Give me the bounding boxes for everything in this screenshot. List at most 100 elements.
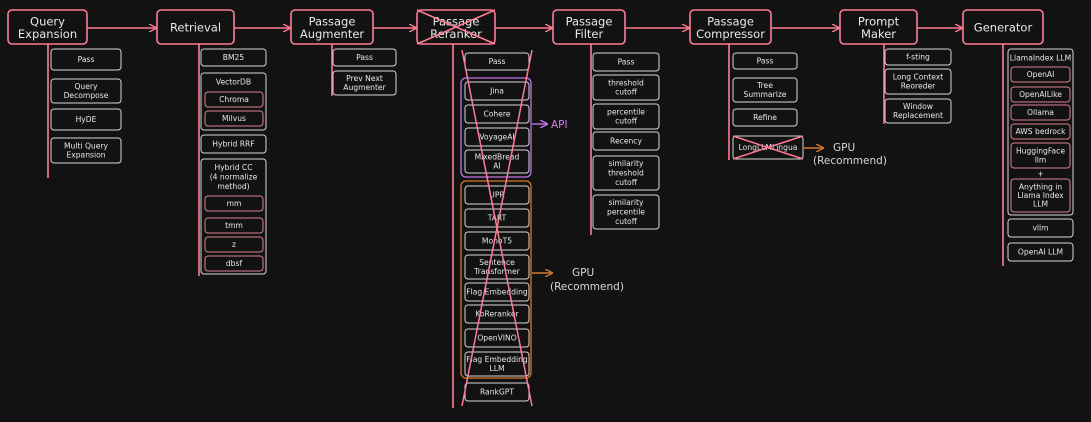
sub-option-box[interactable] <box>1010 86 1071 103</box>
sub-option-box[interactable] <box>204 91 264 108</box>
stage-item: Pass <box>332 48 397 67</box>
option-box[interactable] <box>50 78 122 104</box>
stage-item: Refine <box>732 108 798 127</box>
option-box[interactable] <box>332 48 397 67</box>
sub-option-label: LLM <box>1033 200 1048 209</box>
sub-option-box[interactable] <box>1010 142 1071 169</box>
option-box[interactable] <box>732 108 798 127</box>
option-box[interactable] <box>1007 242 1074 262</box>
option-box[interactable] <box>50 137 122 164</box>
option-box[interactable] <box>592 155 660 191</box>
option-box[interactable] <box>464 104 530 124</box>
option-label: Pass <box>489 57 506 66</box>
option-box[interactable] <box>1007 218 1074 238</box>
reranker-list-cross <box>461 49 533 407</box>
stage-title: Compressor <box>696 27 765 41</box>
sub-option-box[interactable] <box>1010 123 1071 140</box>
sub-option-box[interactable] <box>204 110 264 127</box>
gpu-recommend-label: (Recommend) <box>813 155 887 167</box>
stage-query-expansion: QueryExpansionPassQueryDecomposeHyDEMult… <box>7 9 122 164</box>
option-label: Augmenter <box>343 83 386 92</box>
stage-item: Recency <box>592 131 660 151</box>
option-box[interactable] <box>884 68 952 95</box>
option-box[interactable] <box>464 328 530 348</box>
stage-item: MonoT5 <box>464 231 530 251</box>
stage-title: Filter <box>575 27 604 41</box>
option-box[interactable] <box>884 48 952 66</box>
sub-option-label: Chroma <box>219 95 249 104</box>
option-box[interactable] <box>464 127 530 147</box>
gpu-recommend-label: GPU <box>833 142 855 154</box>
option-box[interactable] <box>332 70 397 96</box>
option-label: Hybrid RRF <box>212 140 254 149</box>
gpu-recommend-label: GPU <box>572 267 594 279</box>
option-label: Sentence <box>479 258 515 267</box>
option-box[interactable] <box>592 103 660 130</box>
option-label: Flag Embedding <box>466 355 528 364</box>
option-label: Jina <box>489 87 504 96</box>
option-box[interactable] <box>884 98 952 124</box>
stage-passage-compressor: PassageCompressorPassTreeSummarizeRefine… <box>689 9 804 160</box>
option-box[interactable] <box>592 74 660 101</box>
option-label: cutoff <box>615 178 638 187</box>
stage-title: Passage <box>433 14 480 28</box>
stage-header-generator[interactable] <box>962 9 1044 45</box>
option-box[interactable] <box>200 134 267 154</box>
stage-header-passage-compressor[interactable] <box>689 9 772 45</box>
option-box[interactable] <box>592 52 660 72</box>
sub-option-box[interactable] <box>204 236 264 253</box>
option-label: OpenAI LLM <box>1018 248 1063 257</box>
option-box[interactable] <box>732 52 798 70</box>
option-box[interactable] <box>732 77 798 103</box>
option-box[interactable] <box>50 108 122 131</box>
stage-header-retrieval[interactable] <box>156 9 235 45</box>
option-box[interactable] <box>464 185 530 205</box>
option-box[interactable] <box>464 231 530 251</box>
sub-option-box[interactable] <box>1010 66 1071 83</box>
stage-item: Pass <box>50 48 122 71</box>
sub-option-label: OpenAI <box>1027 70 1055 79</box>
option-label: Reoreder <box>901 82 936 91</box>
sub-option-box[interactable] <box>204 255 264 272</box>
sub-option-box[interactable] <box>1010 104 1071 121</box>
stage-header-passage-augmenter[interactable] <box>290 9 374 45</box>
option-label: Flag Embedding <box>466 288 528 297</box>
option-box[interactable] <box>464 149 530 174</box>
option-label: vllm <box>1032 224 1048 233</box>
stage-header-query-expansion[interactable] <box>7 9 88 45</box>
sub-option-label: Llama Index <box>1017 191 1064 200</box>
sub-option-box[interactable] <box>1010 178 1071 213</box>
stage-title: Expansion <box>18 27 77 41</box>
option-box[interactable] <box>592 194 660 230</box>
option-label: percentile <box>607 208 645 217</box>
sub-option-box[interactable] <box>204 217 264 234</box>
sub-option-label: dbsf <box>226 259 243 268</box>
api-rerankers-group <box>460 77 532 178</box>
api-label: API <box>551 119 568 131</box>
option-box[interactable] <box>464 351 530 377</box>
option-label: Cohere <box>483 110 510 119</box>
stage-header-passage-filter[interactable] <box>552 9 626 45</box>
option-label: OpenVINO <box>477 334 516 343</box>
stage-header-prompt-maker[interactable] <box>839 9 918 45</box>
stage-item: LlamaIndex LLMOpenAIOpenAILikeOllamaAWS … <box>1007 48 1074 216</box>
option-label: Pass <box>618 58 635 67</box>
option-box[interactable] <box>464 254 530 280</box>
stage-item: BM25 <box>200 48 267 67</box>
sub-option-label: OpenAILike <box>1019 90 1062 99</box>
stage-title: Reranker <box>430 27 482 41</box>
option-box[interactable] <box>464 282 530 302</box>
stage-title: Passage <box>566 14 613 28</box>
option-box[interactable] <box>592 131 660 151</box>
option-label: AI <box>493 162 500 171</box>
option-box[interactable] <box>464 81 530 101</box>
sub-option-box[interactable] <box>204 195 264 212</box>
option-box[interactable] <box>200 48 267 67</box>
option-box[interactable] <box>50 48 122 71</box>
